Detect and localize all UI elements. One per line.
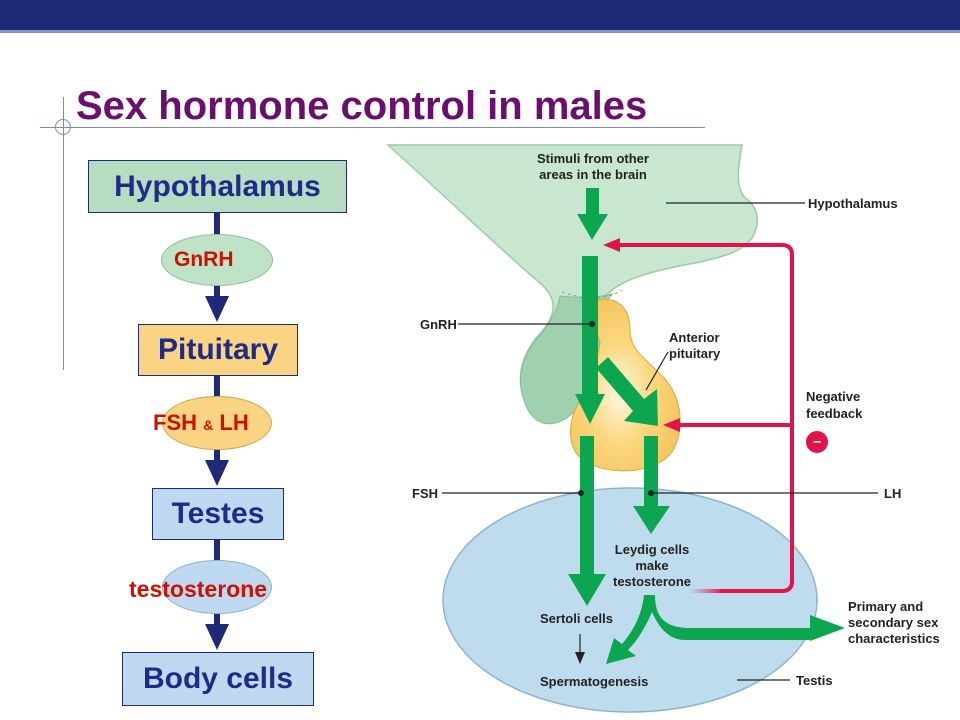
title-underline [40, 127, 705, 128]
stimuli-arrow-shaft [586, 188, 599, 216]
body-cells-box: Body cells [122, 652, 314, 706]
lh-pointer-dot [648, 490, 654, 496]
anterior-pituitary-pointer [645, 351, 669, 391]
fsh-lh-oval [162, 396, 272, 450]
lh-text: LH [219, 410, 249, 435]
stimuli-label: Stimuli from other areas in the brain [537, 151, 649, 182]
pointer-lines [442, 202, 878, 681]
top-banner [0, 0, 960, 30]
testosterone-output-arrow [606, 595, 845, 664]
negative-feedback-label: Negative feedback [806, 389, 863, 421]
gnrh-pointer-dot [589, 321, 595, 327]
fsh-text: FSH [153, 410, 197, 435]
feedback-loop-top [620, 243, 794, 593]
gnrh-label: GnRH [174, 248, 234, 271]
top-banner-stripe [0, 30, 960, 33]
minus-badge [806, 431, 828, 453]
feedback-arrowhead-pituitary [663, 418, 680, 432]
decor-circle [55, 119, 71, 135]
sertoli-to-spermatogenesis-arrowhead [575, 652, 585, 664]
fsh-arrowhead [568, 574, 606, 606]
decor-vertical-line [63, 97, 64, 370]
anterior-pituitary-label: Anterior pituitary [669, 330, 721, 361]
arrowhead-to-pituitary [205, 296, 229, 322]
testosterone-label: testosterone [129, 576, 268, 602]
gnrh-oval [161, 234, 273, 286]
gnrh-arrowhead [575, 394, 605, 424]
leydig-label: Leydig cells make testosterone [612, 542, 692, 589]
green-arrows [568, 188, 845, 664]
fsh-arrow-shaft [580, 436, 594, 576]
lh-figure-label: LH [884, 486, 902, 501]
testes-box: Testes [152, 488, 284, 540]
pituitary-box: Pituitary [138, 324, 298, 376]
testis-tissue [442, 487, 818, 713]
gnrh-figure-label: GnRH [420, 317, 457, 332]
primary-characteristics-label: Primary and secondary sex characteristic… [848, 599, 940, 646]
lh-arrowhead [633, 506, 670, 534]
minus-sign: – [812, 433, 822, 450]
hypothalamus-box: Hypothalamus [88, 160, 347, 213]
feedback-origin-fade [690, 589, 724, 593]
feedback-arrowhead-top [603, 238, 620, 252]
lh-arrow-shaft [644, 436, 658, 508]
ampersand-text: & [203, 417, 214, 433]
spermatogenesis-label: Spermatogenesis [540, 674, 649, 689]
hypothalamus-label: Hypothalamus [808, 196, 898, 211]
sertoli-label: Sertoli cells [540, 611, 613, 626]
slide-title: Sex hormone control in males [76, 84, 648, 128]
stimuli-arrowhead [577, 214, 608, 240]
fsh-lh-label: FSH & LH [153, 410, 249, 436]
arrowhead-to-testes [205, 460, 229, 486]
arrowhead-to-body-cells [205, 624, 229, 650]
gnrh-branch-arrow [596, 357, 658, 426]
fsh-pointer-dot [578, 490, 584, 496]
testosterone-oval [162, 560, 272, 614]
fsh-figure-label: FSH [412, 486, 438, 501]
testis-label: Testis [796, 673, 833, 688]
